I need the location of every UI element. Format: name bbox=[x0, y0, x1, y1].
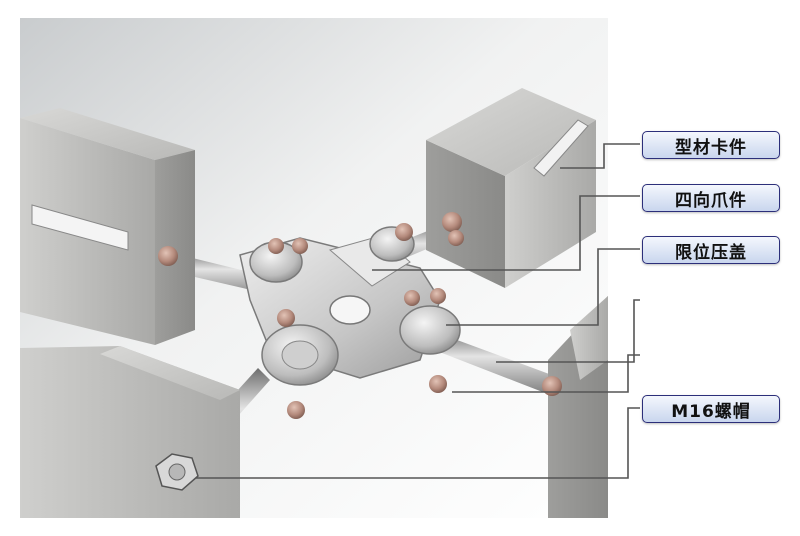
profile-block-upper-right bbox=[426, 88, 596, 288]
leader-limit-cover bbox=[446, 248, 640, 326]
leader-m16-nut bbox=[196, 407, 640, 479]
label-m16-nut: M16螺帽 bbox=[642, 395, 780, 423]
leader-profile-clamp bbox=[560, 143, 640, 169]
leader-lines bbox=[196, 143, 640, 479]
center-hole bbox=[329, 295, 371, 325]
leader-nut bbox=[452, 354, 640, 393]
slot bbox=[31, 204, 129, 251]
rod-lower-right bbox=[424, 330, 560, 396]
label-limit-cover: 限位压盖 bbox=[642, 236, 780, 264]
label-four-way-claw: 四向爪件 bbox=[642, 184, 780, 212]
m16-nut bbox=[155, 453, 199, 491]
leader-rod bbox=[496, 299, 640, 363]
profile-block-upper-left bbox=[20, 108, 195, 345]
slot bbox=[533, 119, 589, 177]
label-profile-clamp: 型材卡件 bbox=[642, 131, 780, 159]
leader-four-way-claw bbox=[372, 195, 640, 271]
copper-nuts bbox=[158, 212, 562, 419]
limit-caps bbox=[249, 226, 461, 386]
